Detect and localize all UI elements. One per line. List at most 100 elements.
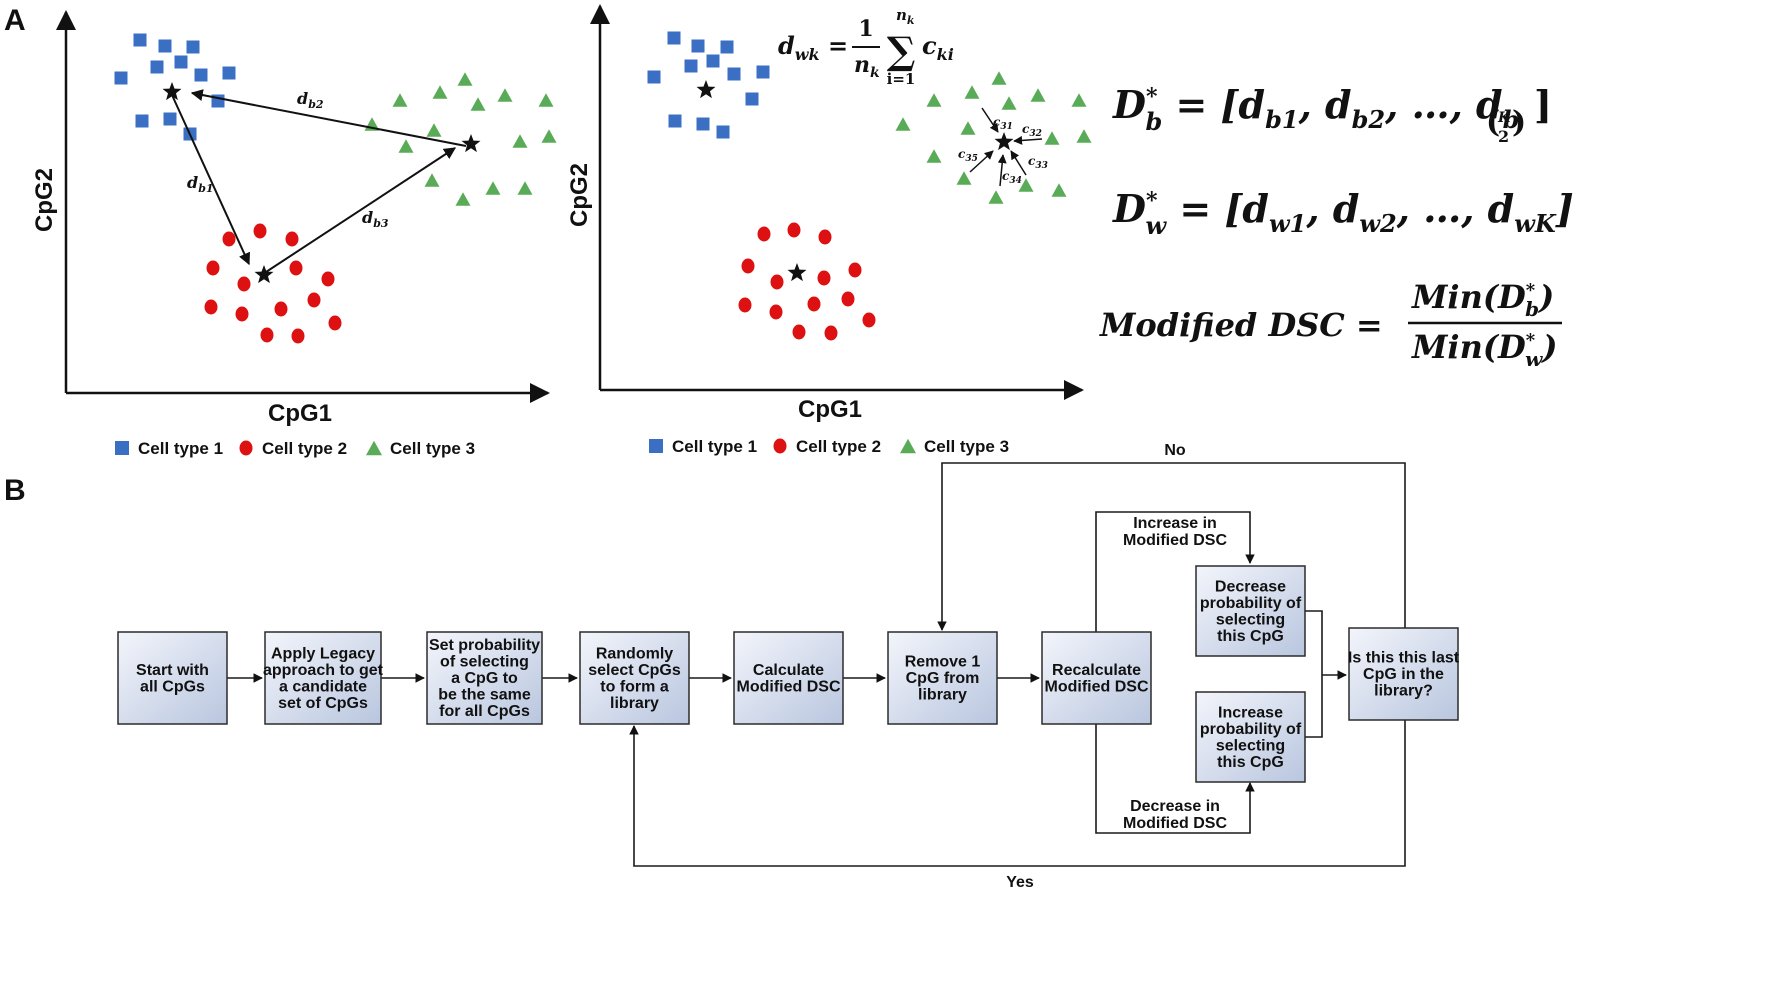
dwk-term: cki	[922, 31, 954, 64]
cell-type-2-point	[307, 292, 321, 308]
flow-box-text: this CpG	[1217, 628, 1284, 645]
cell-type-3-point	[366, 440, 382, 456]
cell-type-3-point	[432, 85, 448, 99]
flow-box-text: library	[918, 687, 967, 704]
sum-top: nk	[896, 6, 915, 27]
cell-type-2-point	[321, 271, 335, 287]
yes-label: Yes	[1006, 874, 1034, 891]
flow-box-text: be the same	[438, 687, 531, 704]
db2-label: db2	[297, 89, 324, 111]
flow-box-text: Apply Legacy	[271, 645, 375, 662]
flow-box-rect	[426, 631, 543, 725]
cell-type-2-point	[285, 231, 299, 247]
flow-box-text: selecting	[1216, 737, 1285, 754]
centroid-star	[162, 82, 182, 101]
cell-type-3-point	[956, 171, 972, 185]
legend-label: Cell type 1	[672, 437, 757, 456]
cell-type-3-point	[1018, 178, 1034, 192]
cell-type-1-point	[114, 71, 128, 85]
cell-type-3-point	[455, 192, 471, 206]
flow-box-text: Is this this last	[1348, 650, 1460, 667]
cell-type-3-point	[964, 85, 980, 99]
cell-type-3-point	[1076, 129, 1092, 143]
flow-box-text: CpG in the	[1363, 666, 1444, 683]
cell-type-1-point	[727, 67, 741, 81]
centroid-star	[994, 132, 1014, 151]
cell-type-1-point	[115, 441, 129, 455]
cell-type-1-point	[696, 117, 710, 131]
cell-type-3-point	[900, 438, 916, 454]
flow-box-text: all CpGs	[140, 678, 205, 695]
cell-type-2-point	[741, 258, 755, 274]
c33-label: c33	[1028, 154, 1048, 171]
flow-box-rect	[117, 631, 228, 725]
cell-type-1-point	[716, 125, 730, 139]
flow-box-text: for all CpGs	[439, 703, 530, 720]
cell-type-1-point	[720, 40, 734, 54]
cell-type-1-point	[163, 112, 177, 126]
flow-box-rect	[579, 631, 690, 725]
cell-type-3-point	[926, 93, 942, 107]
cell-type-3-point	[470, 97, 486, 111]
cell-type-3-point	[988, 190, 1004, 204]
decrease-label-2: Modified DSC	[1123, 815, 1227, 832]
cell-type-2-point	[770, 274, 784, 290]
cell-type-1-point	[174, 55, 188, 69]
flow-box-text: a CpG to	[451, 670, 518, 687]
cell-type-2-point	[291, 328, 305, 344]
within-arrows	[969, 107, 1043, 187]
flow-box-rect	[1041, 631, 1152, 725]
dsc-numerator: Min(D*b)	[1411, 278, 1554, 321]
left-plot: CpG1 CpG2 db1 db2 db3	[31, 10, 557, 427]
flow-box-rect	[1348, 627, 1459, 721]
flow-box-text: select CpGs	[588, 662, 681, 679]
flow-box-text: library?	[1374, 683, 1433, 700]
no-label: No	[1164, 442, 1186, 459]
flow-box-text: this CpG	[1217, 754, 1284, 771]
cell-type-3-point	[1051, 183, 1067, 197]
panel-b-label: B	[4, 474, 26, 507]
centroid-star	[787, 263, 807, 282]
legend-label: Cell type 2	[796, 437, 881, 456]
flow-box-text: Randomly	[596, 645, 673, 662]
centroid-star	[696, 80, 716, 99]
dwk-lhs: dwk =	[778, 31, 848, 64]
cell-type-3-point	[960, 121, 976, 135]
cell-type-1-point	[158, 39, 172, 53]
cell-type-3-point	[424, 173, 440, 187]
db-close-bracket: ]	[1534, 82, 1552, 127]
cell-type-1-point	[745, 92, 759, 106]
cell-type-2-point	[253, 223, 267, 239]
left-y-axis-label: CpG2	[31, 168, 58, 232]
increase-label-2: Modified DSC	[1123, 532, 1227, 549]
cell-type-1-point	[647, 70, 661, 84]
connectors	[227, 462, 1406, 867]
dsc-lhs: Modified DSC =	[1099, 306, 1383, 344]
legend-label: Cell type 3	[390, 439, 475, 458]
cell-type-2-point	[824, 325, 838, 341]
flow-box-text: CpG from	[906, 670, 980, 687]
flow-box-text: library	[610, 695, 659, 712]
right-x-axis-label: CpG1	[798, 396, 862, 423]
cell-type-3-point	[895, 117, 911, 131]
binom-bottom: 2	[1498, 127, 1509, 146]
c34-label: c34	[1002, 169, 1022, 186]
flow-box-rect	[1195, 565, 1306, 657]
cell-type-2-point	[807, 296, 821, 312]
flow-box-text: to form a	[600, 678, 669, 695]
cell-type-2-point	[817, 270, 831, 286]
cell-type-2-point	[206, 260, 220, 276]
flow-box-rect	[733, 631, 844, 725]
cell-type-2-point	[274, 301, 288, 317]
flow-box-rect	[887, 631, 998, 725]
cell-type-2-point	[773, 438, 787, 454]
cell-type-1-point	[756, 65, 770, 79]
